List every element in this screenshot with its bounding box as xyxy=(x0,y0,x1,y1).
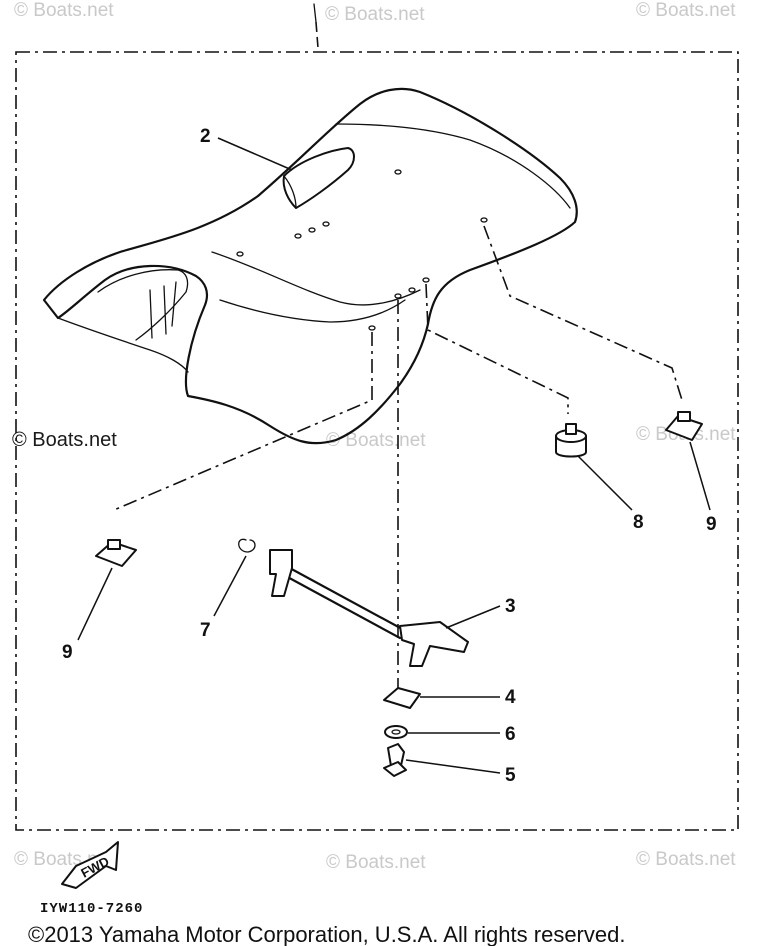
watermark-top-right: © Boats.net xyxy=(636,0,736,21)
seat-hole xyxy=(368,325,376,331)
watermark-mid-center: © Boats.net xyxy=(326,430,426,451)
copyright-text: ©2013 Yamaha Motor Corporation, U.S.A. A… xyxy=(28,922,625,946)
watermark-top-left: © Boats.net xyxy=(14,0,114,21)
assembly-frame xyxy=(15,3,739,831)
seat-rear-edge xyxy=(335,123,571,209)
seat-hole xyxy=(294,233,302,239)
seat-lock-hook xyxy=(269,549,293,597)
seat-outline xyxy=(42,87,578,445)
seat-hole xyxy=(394,293,402,299)
seat-hole xyxy=(236,251,244,257)
nut-clip-right-plate xyxy=(665,415,703,441)
assembly-line-8 xyxy=(425,283,569,414)
leader-5 xyxy=(405,759,501,774)
seat-contour-line xyxy=(211,251,421,306)
stay-plate xyxy=(383,687,500,709)
assembly-line-9-left xyxy=(113,332,373,511)
washer-ring xyxy=(384,725,408,739)
callout-8: 8 xyxy=(633,512,644,533)
seat-hole xyxy=(408,287,416,293)
bolt xyxy=(383,743,501,777)
leader-2 xyxy=(217,137,293,171)
stay-plate-body xyxy=(383,687,421,709)
seat-lock-bracket xyxy=(399,621,469,667)
watermark-top-center: © Boats.net xyxy=(325,4,425,25)
seat-side-line xyxy=(219,299,406,323)
leader-8 xyxy=(577,455,633,511)
callout-7: 7 xyxy=(200,620,211,641)
seat xyxy=(42,87,578,445)
nut-clip-right xyxy=(665,411,711,511)
callout-4: 4 xyxy=(505,687,516,708)
nut-clip-left xyxy=(77,539,137,641)
callout-9-left: 9 xyxy=(62,642,73,663)
leader-7 xyxy=(213,555,247,617)
clip xyxy=(213,538,256,617)
nut-clip-left-boss xyxy=(107,539,121,550)
seat-lock-rod-bottom xyxy=(280,572,402,640)
callout-2: 2 xyxy=(200,126,211,147)
seat-front-lip xyxy=(57,317,189,373)
nut-clip-right-boss xyxy=(677,411,691,422)
fwd-arrow-shape xyxy=(61,841,119,889)
watermark-bottom-center: © Boats.net xyxy=(326,852,426,873)
callout-5: 5 xyxy=(505,765,516,786)
callout-6: 6 xyxy=(505,724,516,745)
assembly-lines xyxy=(113,225,683,700)
watermark-mid-left: © Boats.net xyxy=(12,429,117,451)
seat-hole xyxy=(480,217,488,223)
washer-hole xyxy=(391,729,401,735)
watermark-bottom-right: © Boats.net xyxy=(636,849,736,870)
seat-hole xyxy=(394,169,402,175)
seat-hole xyxy=(422,277,430,283)
damper xyxy=(555,423,633,511)
seat-hole xyxy=(308,227,316,233)
damper-stud xyxy=(565,423,577,435)
part-code: IYW110-7260 xyxy=(40,901,143,917)
seat-front-recess xyxy=(97,269,189,341)
callout-3: 3 xyxy=(505,596,516,617)
clip-body xyxy=(238,538,256,553)
leader-3 xyxy=(445,605,501,629)
washer xyxy=(384,725,500,739)
seat-hole xyxy=(322,221,330,227)
grab-strap-body xyxy=(282,147,355,209)
nut-clip-left-plate xyxy=(95,541,137,567)
bolt-head xyxy=(383,761,407,777)
seat-front-ribs xyxy=(149,281,177,339)
seat-lock-rod-top xyxy=(284,564,406,632)
seat-lock xyxy=(269,549,501,667)
callout-9-right: 9 xyxy=(706,514,717,535)
assembly-line-9-right xyxy=(483,225,683,401)
leader-9-left xyxy=(77,567,113,641)
leader-9-right xyxy=(689,441,711,511)
grab-strap xyxy=(217,137,355,209)
grab-strap-fold xyxy=(283,175,297,209)
